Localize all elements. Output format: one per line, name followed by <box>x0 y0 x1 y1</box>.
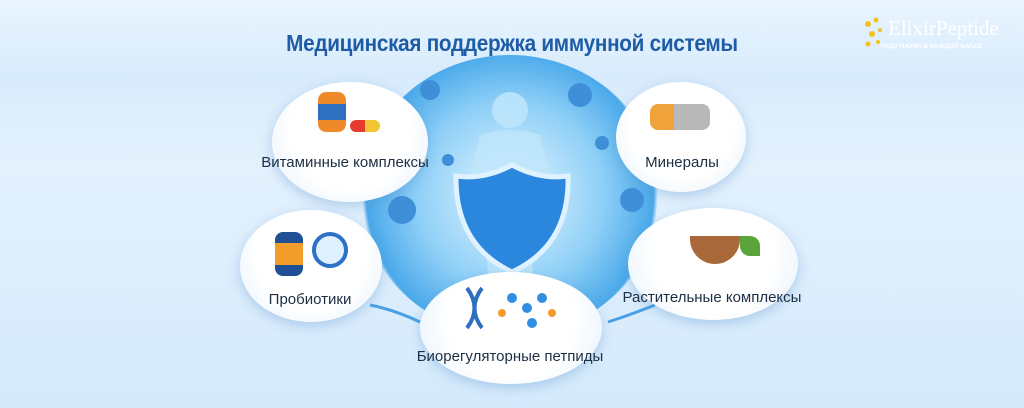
bubble-vitamins <box>272 82 428 202</box>
dna-molecule-icon <box>465 286 556 330</box>
label-vitamins: Витаминные комплексы <box>261 154 429 171</box>
pill-icon <box>350 120 380 132</box>
mineral-stones-icon <box>650 104 710 130</box>
label-peptides: Биорегуляторные петпиды <box>416 348 604 365</box>
arrow-icons <box>369 303 656 324</box>
molecule-logo-icon <box>865 17 882 47</box>
bubble-peptides <box>420 272 602 384</box>
logo-name: ElixirPeptide <box>888 16 999 40</box>
probiotic-jar-icon <box>275 232 303 276</box>
logo-tagline: ЧУДО НАУКИ В КАЖДОЙ КАПЛЕ <box>880 43 983 50</box>
bubble-minerals <box>616 82 746 192</box>
page-title: Медицинская поддержка иммунной системы <box>286 30 738 56</box>
shield-icon <box>453 162 571 275</box>
bubble-herbal <box>628 208 798 320</box>
magnifier-icon <box>312 232 348 268</box>
vitamin-bottle-icon <box>318 92 346 132</box>
logo: ElixirPeptide ЧУДО НАУКИ В КАЖДОЙ КАПЛЕ <box>862 14 1022 58</box>
virus-icons <box>388 80 644 224</box>
label-probiotics: Пробиотики <box>268 291 352 308</box>
leaf-icon <box>740 236 760 256</box>
label-minerals: Минералы <box>645 154 719 171</box>
bubble-probiotics <box>240 210 382 322</box>
label-herbal: Растительные комплексы <box>622 289 802 306</box>
